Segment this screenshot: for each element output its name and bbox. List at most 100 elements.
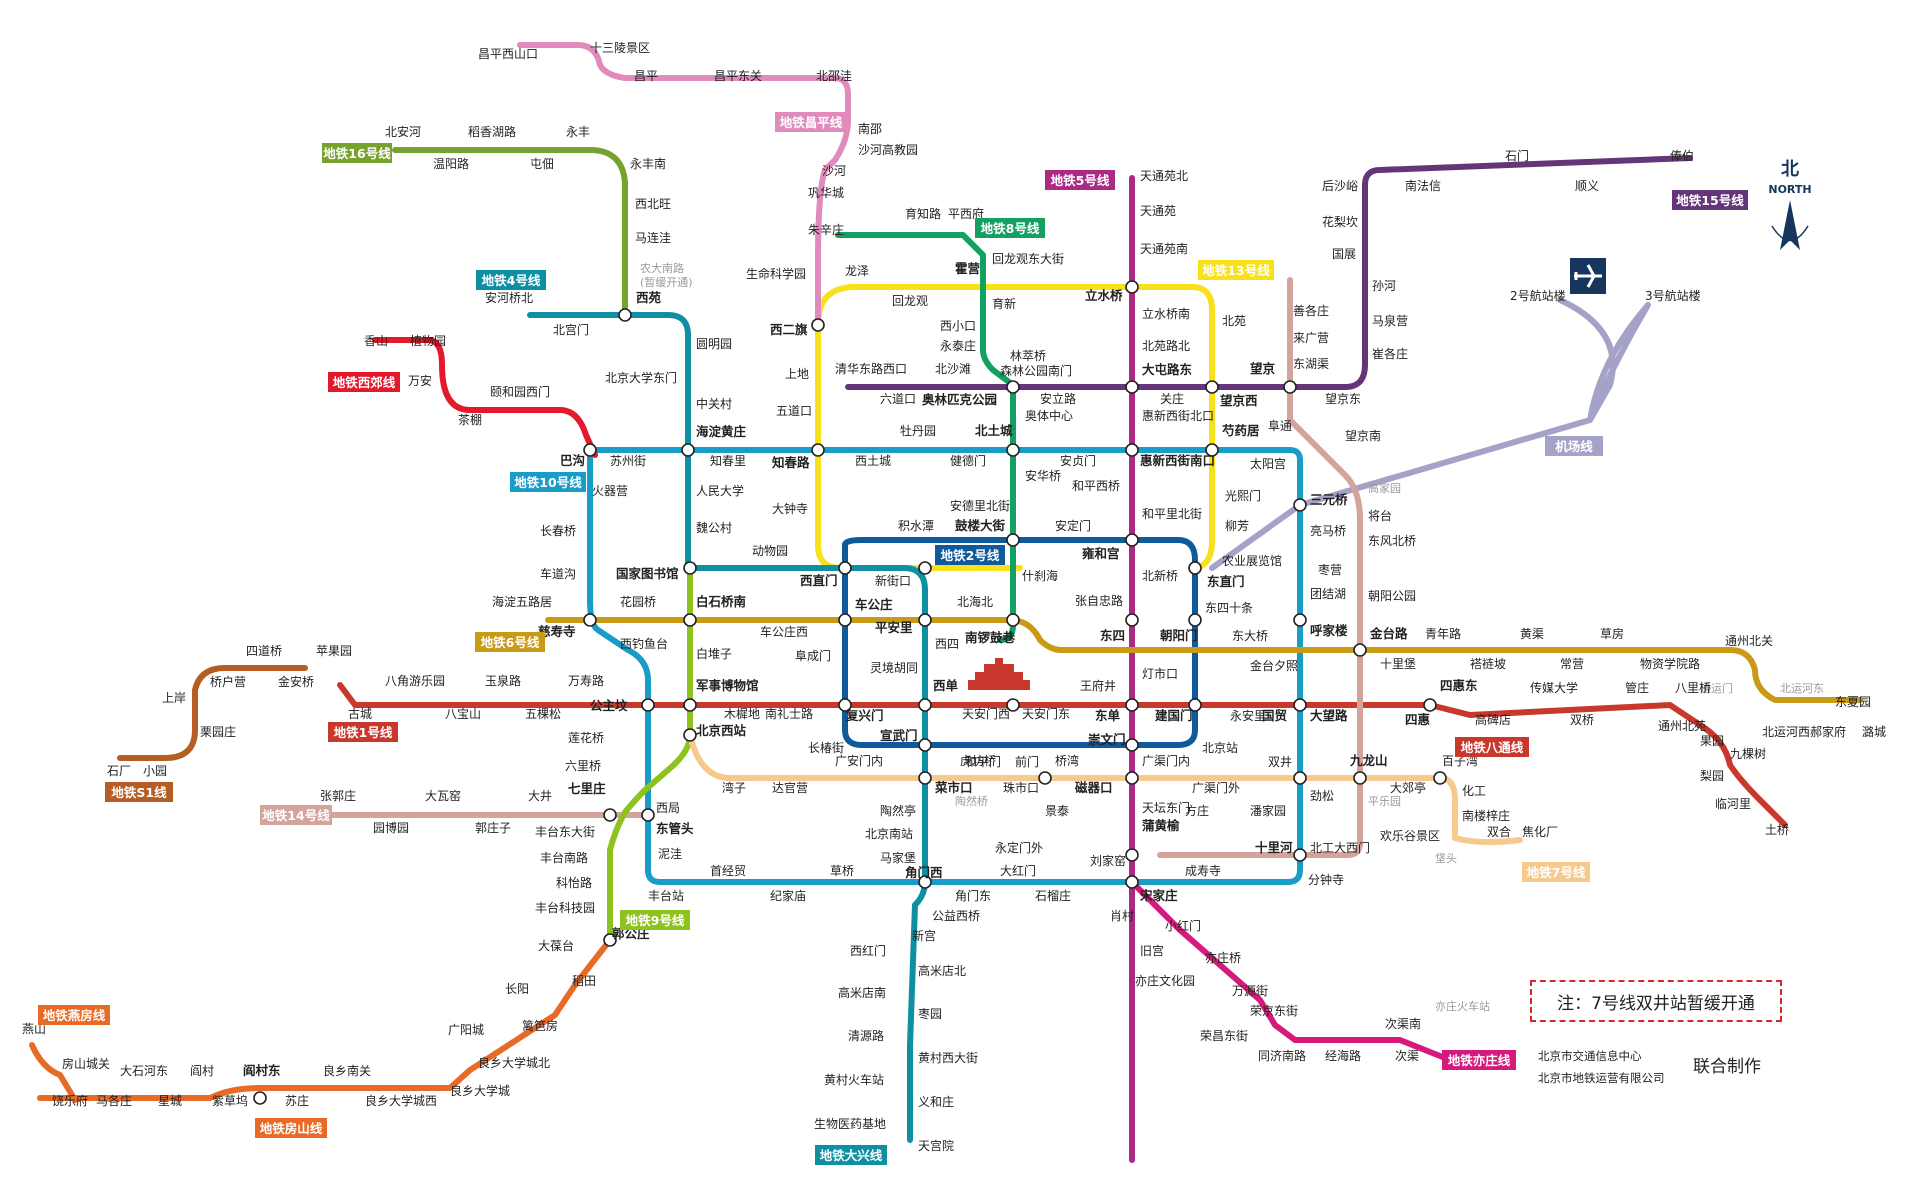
transfer-station-marker[interactable] (1006, 533, 1020, 547)
station-label[interactable]: 四道桥 (246, 644, 282, 658)
station-label[interactable]: 石门 (1505, 148, 1529, 163)
station-label[interactable]: 上地 (785, 367, 809, 381)
station-label[interactable]: 稻香湖路 (468, 124, 516, 139)
station-label[interactable]: 白石桥南 (696, 594, 747, 609)
station-label[interactable]: 高碑店 (1475, 712, 1511, 727)
yizhuang-line-path[interactable] (1129, 879, 1453, 1063)
transfer-station-marker[interactable] (838, 613, 852, 627)
station-label[interactable]: 西小口 (940, 319, 976, 333)
station-label[interactable]: 温阳路 (433, 156, 469, 171)
station-label[interactable]: 永泰庄 (940, 338, 976, 353)
station-label[interactable]: 天安门西 (962, 706, 1010, 721)
changping-line-path[interactable] (517, 42, 851, 328)
station-label[interactable]: 沙河 (822, 164, 846, 178)
station-label[interactable]: 西北旺 (635, 197, 671, 211)
station-label[interactable]: 灵境胡同 (870, 660, 918, 675)
line10-path[interactable] (587, 447, 1303, 885)
station-label[interactable]: 清华东路西口 (835, 361, 907, 376)
station-label[interactable]: 惠新西街北口 (1142, 408, 1214, 423)
station-label[interactable]: 什刹海 (1022, 568, 1058, 583)
station-label[interactable]: 临河里 (1715, 797, 1751, 811)
station-label[interactable]: 方庄 (1185, 803, 1209, 818)
station-label[interactable]: 焦化厂 (1522, 825, 1558, 839)
station-label[interactable]: 立水桥 (1085, 288, 1123, 303)
transfer-station-marker[interactable] (683, 613, 697, 627)
station-label[interactable]: 颐和园西门 (490, 384, 550, 399)
transfer-station-marker[interactable] (1006, 613, 1020, 627)
station-label[interactable]: 八里桥 (1675, 681, 1711, 695)
station-label[interactable]: 朝阳公园 (1368, 589, 1416, 603)
line-badge[interactable]: 地铁S1线 (105, 782, 173, 802)
station-label[interactable]: 香山 (364, 334, 388, 348)
station-label[interactable]: 篱笆房 (522, 1018, 558, 1033)
station-label[interactable]: 圆明园 (696, 337, 732, 351)
transfer-station-marker[interactable] (918, 561, 932, 575)
station-label[interactable]: 平西府 (948, 206, 984, 221)
airport-line-path[interactable] (1209, 297, 1651, 571)
station-label[interactable]: 永丰 (566, 125, 590, 139)
station-label[interactable]: 五道口 (776, 404, 812, 418)
transfer-station-marker[interactable] (683, 728, 697, 742)
station-label[interactable]: 雍和宫 (1082, 546, 1120, 561)
station-label[interactable]: 魏公村 (696, 520, 732, 535)
transfer-station-marker[interactable] (918, 613, 932, 627)
station-label[interactable]: 平安里 (875, 620, 913, 635)
station-label[interactable]: 经海路 (1325, 1048, 1361, 1063)
station-label[interactable]: 七里庄 (568, 781, 606, 796)
station-label[interactable]: 亦庄文化园 (1135, 973, 1195, 988)
station-label[interactable]: 桥户营 (210, 674, 246, 689)
transfer-station-marker[interactable] (811, 318, 825, 332)
station-label[interactable]: 大石河东 (120, 1064, 168, 1078)
station-label[interactable]: 屯佃 (530, 157, 554, 171)
station-label[interactable]: 莲花桥 (568, 730, 604, 745)
station-label[interactable]: 亦庄火车站 (1435, 999, 1490, 1013)
station-label[interactable]: 金台路 (1369, 626, 1408, 641)
station-label[interactable]: 双桥 (1570, 713, 1594, 727)
station-label[interactable]: 上岸 (162, 691, 186, 705)
station-label[interactable]: 角门东 (955, 888, 991, 903)
line-badge[interactable]: 地铁燕房线 (38, 1005, 110, 1025)
transfer-station-marker[interactable] (641, 808, 655, 822)
station-label[interactable]: 善各庄 (1293, 303, 1329, 318)
station-label[interactable]: 八宝山 (445, 707, 481, 721)
station-label[interactable]: 中关村 (696, 396, 732, 411)
station-label[interactable]: 苏庄 (285, 1093, 309, 1108)
station-label[interactable]: 物资学院路 (1640, 656, 1700, 671)
station-label[interactable]: 光熙门 (1225, 488, 1261, 503)
station-label[interactable]: 苹果园 (316, 644, 352, 658)
station-label[interactable]: 柳芳 (1225, 519, 1249, 533)
station-label[interactable]: 旧宫 (1140, 943, 1164, 958)
station-label[interactable]: 北苑 (1222, 314, 1246, 328)
line-badge[interactable]: 地铁房山线 (255, 1118, 327, 1138)
station-label[interactable]: 鼓楼大街 (955, 518, 1006, 533)
station-label[interactable]: 科怡路 (556, 875, 592, 890)
station-label[interactable]: 南锣鼓巷 (965, 630, 1016, 645)
station-label[interactable]: 木樨地 (724, 707, 760, 721)
station-label[interactable]: 园博园 (373, 820, 409, 835)
station-label[interactable]: 望京西 (1220, 393, 1258, 408)
station-label[interactable]: 九棵树 (1730, 746, 1766, 761)
station-label[interactable]: 东四十条 (1205, 601, 1253, 615)
transfer-station-marker[interactable] (918, 771, 932, 785)
station-label[interactable]: 纪家庙 (770, 888, 806, 903)
line-badge[interactable]: 地铁7号线 (1522, 862, 1590, 882)
station-label[interactable]: 金台夕照 (1250, 658, 1298, 673)
station-label[interactable]: 褡裢坡 (1470, 656, 1506, 671)
station-label[interactable]: 南楼梓庄 (1462, 808, 1510, 823)
station-label[interactable]: 公益西桥 (932, 909, 980, 923)
station-label[interactable]: 西钓鱼台 (620, 636, 668, 651)
station-label[interactable]: 花园桥 (620, 594, 656, 609)
station-label[interactable]: 大屯路东 (1142, 362, 1193, 377)
station-label[interactable]: 亮马桥 (1310, 523, 1346, 538)
station-label[interactable]: 星城 (158, 1094, 182, 1108)
station-label[interactable]: 北京站 (1202, 741, 1238, 755)
transfer-station-marker[interactable] (1006, 443, 1020, 457)
station-label[interactable]: 高家园 (1368, 481, 1401, 495)
station-label[interactable]: 三元桥 (1310, 492, 1348, 507)
station-label[interactable]: 大井 (528, 789, 552, 803)
station-label[interactable]: 常营 (1560, 657, 1584, 671)
station-label[interactable]: 紫草坞 (212, 1093, 248, 1108)
station-label[interactable]: 安定门 (1055, 518, 1091, 533)
station-label[interactable]: 军事博物馆 (696, 678, 759, 693)
station-label[interactable]: 次渠南 (1385, 1016, 1421, 1031)
